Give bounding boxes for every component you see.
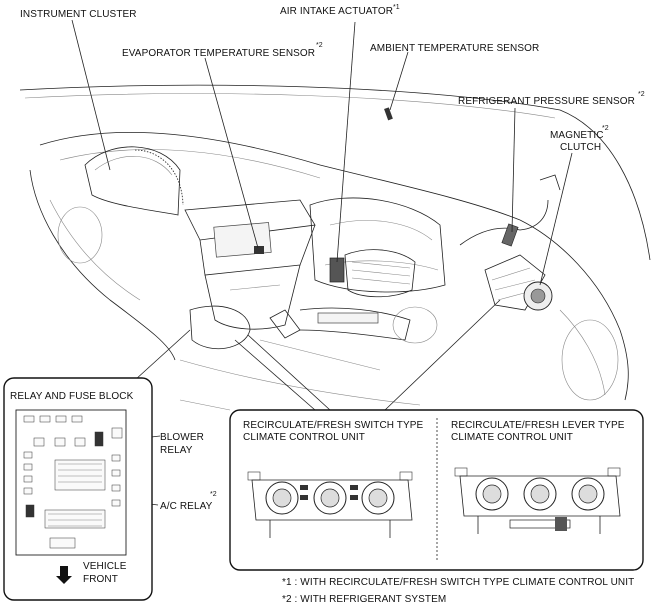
lever-type-label-line2: CLIMATE CONTROL UNIT xyxy=(451,432,573,443)
magnetic-clutch-label-line2: CLUTCH xyxy=(560,142,601,153)
switch-type-label-line1: RECIRCULATE/FRESH SWITCH TYPE xyxy=(243,420,424,431)
footnote-1: *1 : WITH RECIRCULATE/FRESH SWITCH TYPE … xyxy=(282,577,634,588)
instrument-cluster-label: INSTRUMENT CLUSTER xyxy=(20,9,137,20)
vehicle-front-label-line2: FRONT xyxy=(83,574,118,585)
refrigerant-sensor-footnote-mark: *2 xyxy=(638,91,645,98)
down-arrow-icon xyxy=(56,566,72,584)
ac-relay-label: A/C RELAY xyxy=(160,501,213,512)
dashboard-illustration xyxy=(19,84,651,411)
vehicle-front-label-line1: VEHICLE xyxy=(83,561,127,572)
lever-type-label-line1: RECIRCULATE/FRESH LEVER TYPE xyxy=(451,420,625,431)
ac-relay-footnote-mark: *2 xyxy=(210,491,217,498)
evaporator-sensor-label: EVAPORATOR TEMPERATURE SENSOR xyxy=(122,48,315,59)
blower-relay-label-line2: RELAY xyxy=(160,445,193,456)
relay-fuse-block-label: RELAY AND FUSE BLOCK xyxy=(10,391,134,402)
lever-type-climate-unit-drawing xyxy=(454,467,621,534)
magnetic-clutch-label-line1: MAGNETIC xyxy=(550,130,604,141)
relay-fuse-block-panel: RELAY AND FUSE BLOCK VEHICLE FRONT xyxy=(3,377,153,601)
leader-lines xyxy=(71,19,573,506)
magnetic-clutch-footnote-mark: *2 xyxy=(602,125,609,132)
switch-type-label-line2: CLIMATE CONTROL UNIT xyxy=(243,432,365,443)
refrigerant-sensor-label: REFRIGERANT PRESSURE SENSOR xyxy=(458,96,635,107)
blower-relay-label-line1: BLOWER xyxy=(160,432,204,443)
footnote-2: *2 : WITH REFRIGERANT SYSTEM xyxy=(282,594,446,605)
climate-control-units-panel: RECIRCULATE/FRESH SWITCH TYPE CLIMATE CO… xyxy=(229,409,644,571)
ambient-sensor-label: AMBIENT TEMPERATURE SENSOR xyxy=(370,43,539,54)
air-intake-actuator-footnote-mark: *1 xyxy=(393,4,400,11)
switch-type-climate-unit-drawing xyxy=(247,471,413,538)
air-intake-actuator-label: AIR INTAKE ACTUATOR xyxy=(280,6,393,17)
evaporator-sensor-footnote-mark: *2 xyxy=(316,42,323,49)
